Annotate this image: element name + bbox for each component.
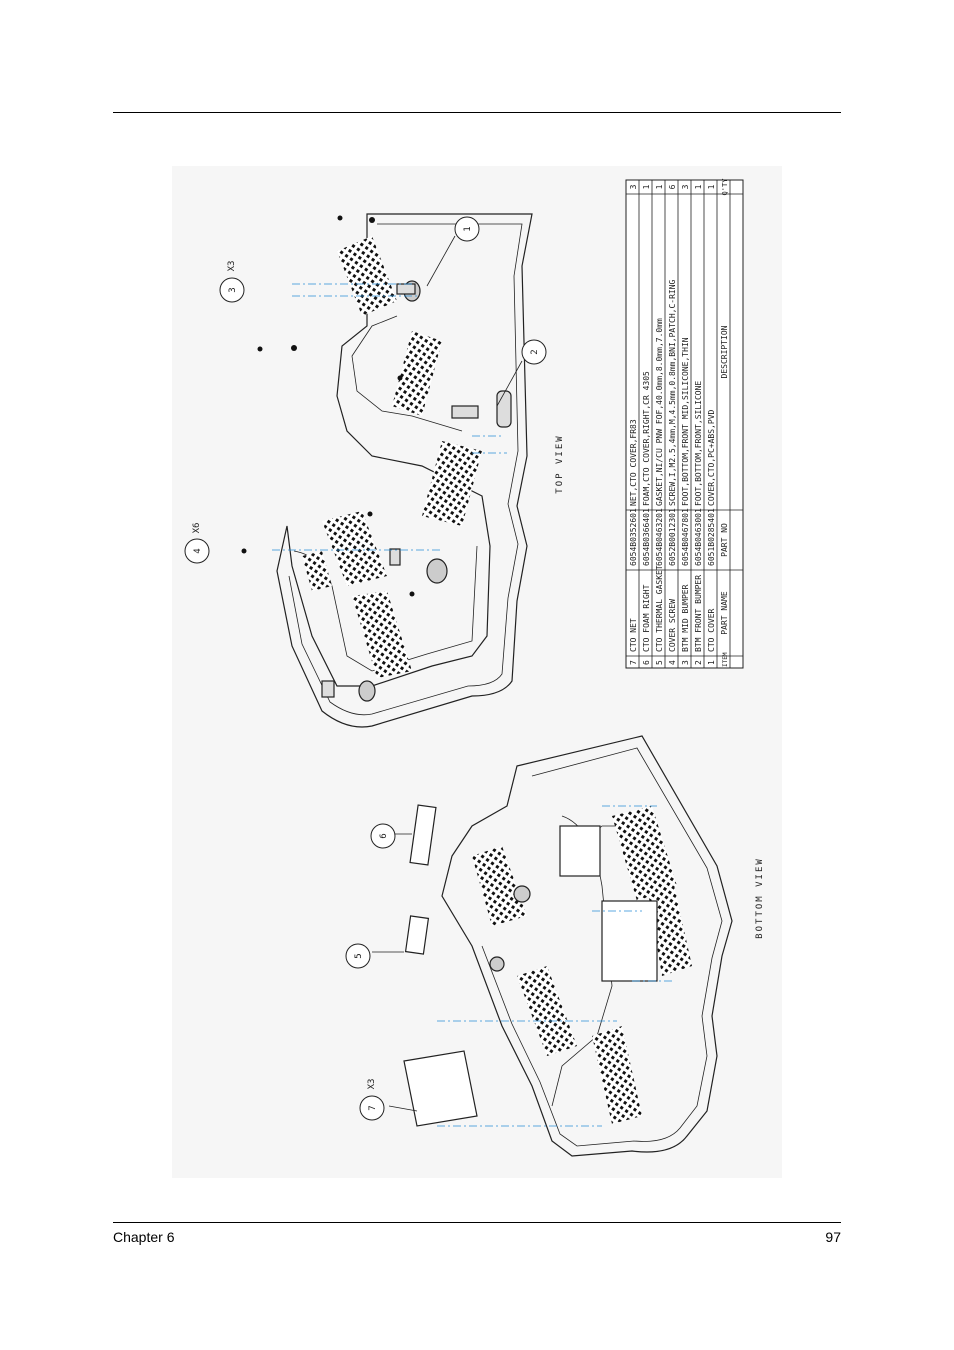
svg-text:6: 6 (379, 833, 389, 838)
table-cell-item: 5 (655, 660, 664, 665)
callout-4: 4 X6 (184, 523, 210, 564)
callout-3: 3 X3 (219, 261, 245, 303)
top-view-label: TOP VIEW (555, 434, 565, 493)
callout-1: 1 (454, 216, 480, 242)
svg-text:7: 7 (368, 1105, 378, 1110)
table-cell-qty: 3 (681, 184, 690, 189)
table-cell-description: COVER,CTO,PC+ABS,PVD (707, 409, 716, 506)
table-header-part-no: PART NO (720, 523, 729, 557)
svg-text:1: 1 (463, 226, 473, 231)
table-cell-part-no: 6052B0012301 (668, 508, 677, 566)
svg-text:X6: X6 (192, 523, 202, 534)
table-cell-item: 1 (707, 660, 716, 665)
footer-page-number: 97 (825, 1229, 841, 1245)
table-cell-item: 3 (681, 660, 690, 665)
top-view-drawing (241, 213, 533, 728)
svg-text:3: 3 (228, 287, 238, 292)
table-cell-part-name: CTO FOAM RIGHT (642, 584, 651, 652)
table-cell-part-name: COVER SCREW (668, 599, 677, 652)
table-cell-item: 4 (668, 660, 677, 665)
callout-5: 5 (345, 943, 371, 969)
table-header-item: ITEM (722, 652, 729, 667)
table-cell-part-no: 6054B0463201 (655, 508, 664, 566)
table-cell-part-no: 6054B0463001 (694, 508, 703, 566)
table-cell-qty: 1 (707, 184, 716, 189)
table-header-description: DESCRIPTION (720, 325, 729, 378)
table-cell-description: SCREW,I,M2.5,4mm,M,4.5mm,0.8mm,BNI,PATCH… (668, 279, 677, 506)
exploded-view-drawing: 1 2 3 X3 4 X6 5 6 7 X3 TOP VIE (172, 166, 782, 1178)
table-cell-item: 6 (642, 660, 651, 665)
table-cell-item: 7 (629, 660, 638, 665)
table-cell-part-no: 6054B0467801 (681, 508, 690, 566)
table-cell-qty: 6 (668, 184, 677, 189)
footer-rule (113, 1222, 841, 1223)
table-cell-part-name: BTM MID BUMPER (681, 584, 690, 652)
callout-balloons: 1 2 3 X3 4 X6 5 6 7 X3 (184, 216, 547, 1121)
svg-text:X3: X3 (227, 261, 237, 272)
callout-6: 6 (370, 823, 396, 849)
table-cell-description: FOOT,BOTTOM,FRONT MID,SILICONE,THIN (681, 337, 690, 506)
callout-7: 7 X3 (359, 1079, 385, 1121)
table-cell-description: GASKET,NI/CU PNW FOF,40.0mm,8.0mm,7.0mm (655, 318, 664, 506)
table-cell-part-no: 6054B0366401 (642, 508, 651, 566)
callout-2: 2 (521, 339, 547, 365)
table-cell-part-no: 6054B0352601 (629, 508, 638, 566)
table-cell-qty: 1 (642, 184, 651, 189)
table-cell-description: FOOT,BOTTOM,FRONT,SILICONE (694, 381, 703, 506)
table-cell-part-no: 6051B0285401 (707, 508, 716, 566)
table-cell-part-name: BTM FRONT BUMPER (694, 575, 703, 652)
header-rule (113, 112, 841, 113)
footer-chapter: Chapter 6 (113, 1229, 175, 1245)
table-cell-description: FOAM,CTO COVER,RIGHT,CR 4305 (642, 371, 651, 506)
svg-text:4: 4 (193, 548, 203, 553)
table-cell-description: NET,CTO COVER,FR83 (629, 419, 638, 506)
table-header-qty: Q'TY (721, 178, 729, 196)
bottom-view-drawing (372, 735, 733, 1157)
table-cell-part-name: CTO THERMAL GASKET (655, 565, 664, 652)
table-cell-part-name: CTO COVER (707, 608, 716, 652)
bottom-view-label: BOTTOM VIEW (755, 857, 765, 939)
svg-text:2: 2 (530, 349, 540, 354)
svg-text:X3: X3 (367, 1079, 377, 1090)
svg-text:5: 5 (354, 953, 364, 958)
table-cell-part-name: CTO NET (629, 618, 638, 652)
table-cell-qty: 1 (655, 184, 664, 189)
table-cell-qty: 1 (694, 184, 703, 189)
table-header-part-name: PART NAME (720, 591, 729, 635)
table-cell-qty: 3 (629, 184, 638, 189)
table-cell-item: 2 (694, 660, 703, 665)
